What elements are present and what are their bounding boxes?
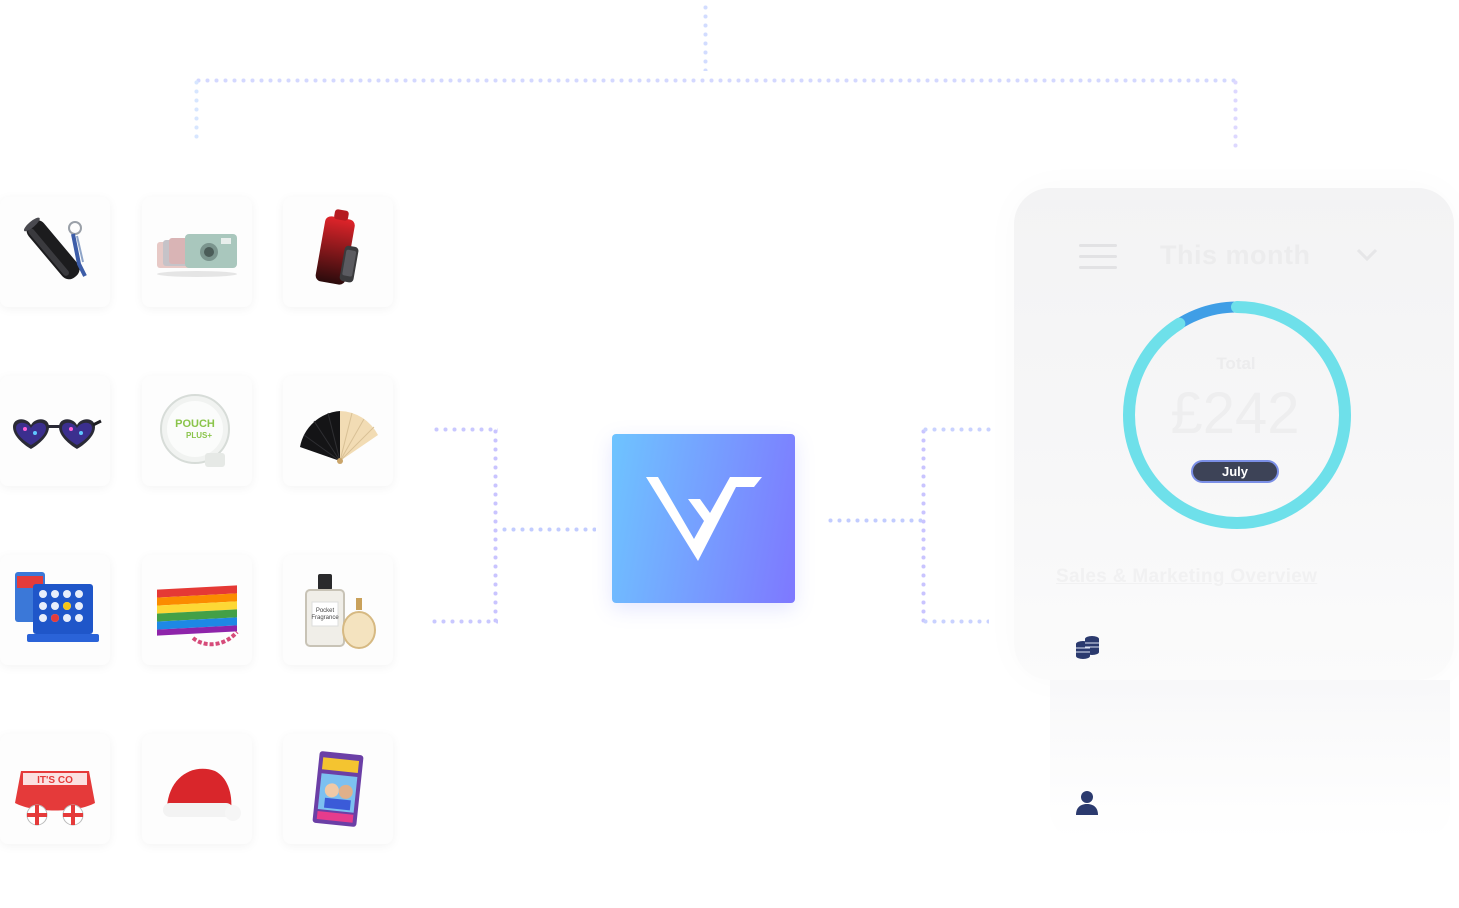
connector-logo-to-right — [826, 518, 922, 523]
app-logo — [612, 434, 795, 603]
revenue-donut-chart — [1123, 301, 1351, 529]
product-tile — [0, 376, 110, 486]
pouch-tin-sublabel: PLUS+ — [186, 431, 212, 440]
perfume-bottle-label: Pocket — [316, 608, 335, 614]
connector-right-top — [921, 427, 991, 432]
connector-right-vertical — [921, 427, 926, 625]
pouch-tin-label: POUCH — [175, 418, 215, 430]
total-label: Total — [1216, 354, 1256, 373]
folding-fan-product-icon — [300, 411, 378, 464]
product-tile: POUCH PLUS+ — [142, 376, 252, 486]
trading-cards-pack-product-icon — [312, 751, 364, 827]
donut-primary-segment — [1123, 301, 1351, 529]
product-tile — [142, 197, 252, 307]
product-tile — [0, 197, 110, 307]
product-tile: Pocket Fragrance — [283, 555, 393, 665]
perfume-bottles-product-icon: Pocket Fragrance — [305, 574, 376, 649]
england-bucket-hat-product-icon: IT'S CO — [15, 771, 95, 826]
period-selector[interactable]: This month — [1160, 240, 1311, 270]
disposable-camera-product-icon — [157, 234, 237, 277]
connector-left-to-logo — [500, 527, 596, 532]
total-value: £242 — [1170, 381, 1300, 446]
connector-top-right-drop — [1233, 78, 1238, 148]
v-logo-icon — [645, 476, 762, 561]
connector-top-bar — [194, 78, 1238, 83]
chevron-down-icon[interactable] — [1356, 248, 1378, 262]
coins-icon — [1076, 636, 1099, 659]
dashboard-panel — [1014, 188, 1454, 680]
user-icon — [1076, 791, 1098, 815]
connector-top-left-drop — [194, 78, 199, 140]
product-tile — [283, 734, 393, 844]
product-tile — [142, 734, 252, 844]
vape-device-product-icon — [315, 209, 359, 285]
led-heart-glasses-product-icon — [13, 419, 102, 449]
rainbow-flag-product-icon — [157, 585, 239, 647]
svg-text:IT'S CO: IT'S CO — [37, 775, 73, 786]
connector-right-bottom — [921, 619, 989, 624]
month-badge[interactable]: July — [1191, 460, 1279, 483]
perfume-bottle-sublabel: Fragrance — [311, 615, 339, 621]
dashboard-panel-lower — [1050, 680, 1450, 840]
connector-left-vertical — [493, 427, 498, 625]
pouch-plus-tin-product-icon: POUCH PLUS+ — [160, 394, 230, 467]
product-tile — [283, 197, 393, 307]
connect-four-game-product-icon — [15, 572, 99, 642]
connector-top-stem — [703, 3, 708, 71]
product-tile — [142, 555, 252, 665]
santa-hat-product-icon — [163, 768, 241, 821]
section-title[interactable]: Sales & Marketing Overview — [1056, 566, 1318, 587]
product-tile: IT'S CO — [0, 734, 110, 844]
connector-left-bottom — [430, 619, 498, 624]
menu-icon[interactable] — [1079, 244, 1117, 270]
flashlight-keychain-product-icon — [23, 217, 87, 280]
product-tile — [0, 555, 110, 665]
connector-left-top — [432, 427, 498, 432]
product-tile — [283, 376, 393, 486]
